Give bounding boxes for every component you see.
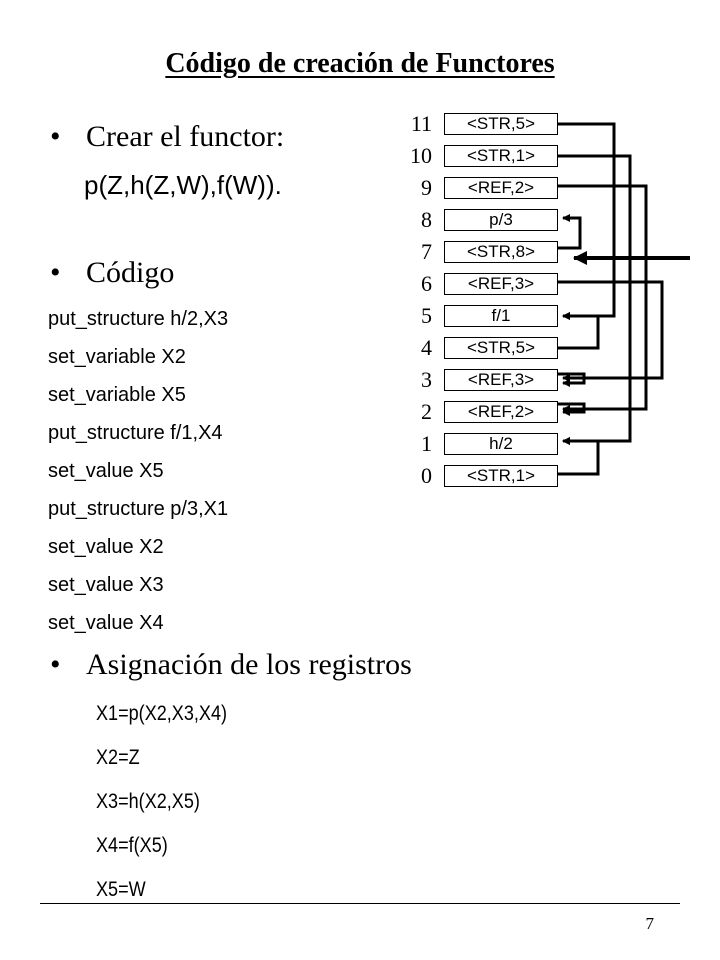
code-line: set_value X4 <box>48 612 164 634</box>
pointer-arrow <box>558 372 586 387</box>
bullet-create-functor: Crear el functor: <box>50 120 285 154</box>
register-item: X2=Z <box>96 746 140 769</box>
heap-cell: <STR,1> <box>444 145 558 167</box>
bullet-create-label: Crear el functor: <box>86 120 285 153</box>
slide-title: Código de creación de Functores <box>165 48 555 79</box>
code-line: put_structure h/2,X3 <box>48 308 229 330</box>
heap-index: 2 <box>421 399 432 424</box>
heap-cell: <STR,5> <box>444 337 558 359</box>
pointer-arrow <box>558 437 600 476</box>
heap-cell: <STR,8> <box>444 241 558 263</box>
heap-index: 11 <box>410 111 432 136</box>
code-line: set_value X2 <box>48 536 164 558</box>
heap-index: 9 <box>421 175 432 200</box>
code-line: put_structure f/1,X4 <box>48 422 223 444</box>
heap-index: 8 <box>421 207 432 232</box>
heap-index: 0 <box>421 463 432 488</box>
heap-index: 4 <box>421 335 432 360</box>
code-line: put_structure p/3,X1 <box>48 498 229 520</box>
pointer-arrow <box>558 312 600 350</box>
heap-cell: <STR,1> <box>444 465 558 487</box>
heap-index: 6 <box>421 271 432 296</box>
heap-cell: <REF,3> <box>444 273 558 295</box>
register-item: X3=h(X2,X5) <box>96 790 200 813</box>
footer-divider <box>40 903 680 904</box>
pointer-arrow <box>558 184 648 413</box>
pointer-arrow <box>558 280 664 382</box>
pointer-arrow <box>558 214 582 250</box>
register-item: X1=p(X2,X3,X4) <box>96 702 228 725</box>
heap-index: 10 <box>410 143 432 168</box>
bullet-code: Código <box>50 256 175 290</box>
pointer-arrow <box>558 154 632 445</box>
pointer-arrow <box>558 122 616 320</box>
bullet-assign-label: Asignación de los registros <box>86 648 412 681</box>
heap-cell: <REF,2> <box>444 177 558 199</box>
code-line: set_value X5 <box>48 460 164 482</box>
register-list: X1=p(X2,X3,X4) X2=Z X3=h(X2,X5) X4=f(X5)… <box>96 692 227 912</box>
heap-index: 1 <box>421 431 432 456</box>
bullet-register-assignment: Asignación de los registros <box>50 648 412 682</box>
code-line: set_variable X2 <box>48 346 186 368</box>
pointer-arrow <box>558 402 586 416</box>
heap-cell: h/2 <box>444 433 558 455</box>
heap-cell: <REF,2> <box>444 401 558 423</box>
page-number: 7 <box>645 914 655 933</box>
heap-cell: <STR,5> <box>444 113 558 135</box>
heap-cell: <REF,3> <box>444 369 558 391</box>
heap-cell: p/3 <box>444 209 558 231</box>
code-line: set_value X3 <box>48 574 164 596</box>
code-line: set_variable X5 <box>48 384 186 406</box>
heap-index: 3 <box>421 367 432 392</box>
bullet-code-label: Código <box>86 256 175 289</box>
heap-index: 7 <box>421 239 432 264</box>
heap-cell: f/1 <box>444 305 558 327</box>
code-listing: put_structure h/2,X3 set_variable X2 set… <box>48 300 228 642</box>
functor-formula: p(Z,h(Z,W),f(W)). <box>84 170 282 200</box>
register-item: X5=W <box>96 878 146 901</box>
heap-index: 5 <box>421 303 432 328</box>
register-item: X4=f(X5) <box>96 834 168 857</box>
